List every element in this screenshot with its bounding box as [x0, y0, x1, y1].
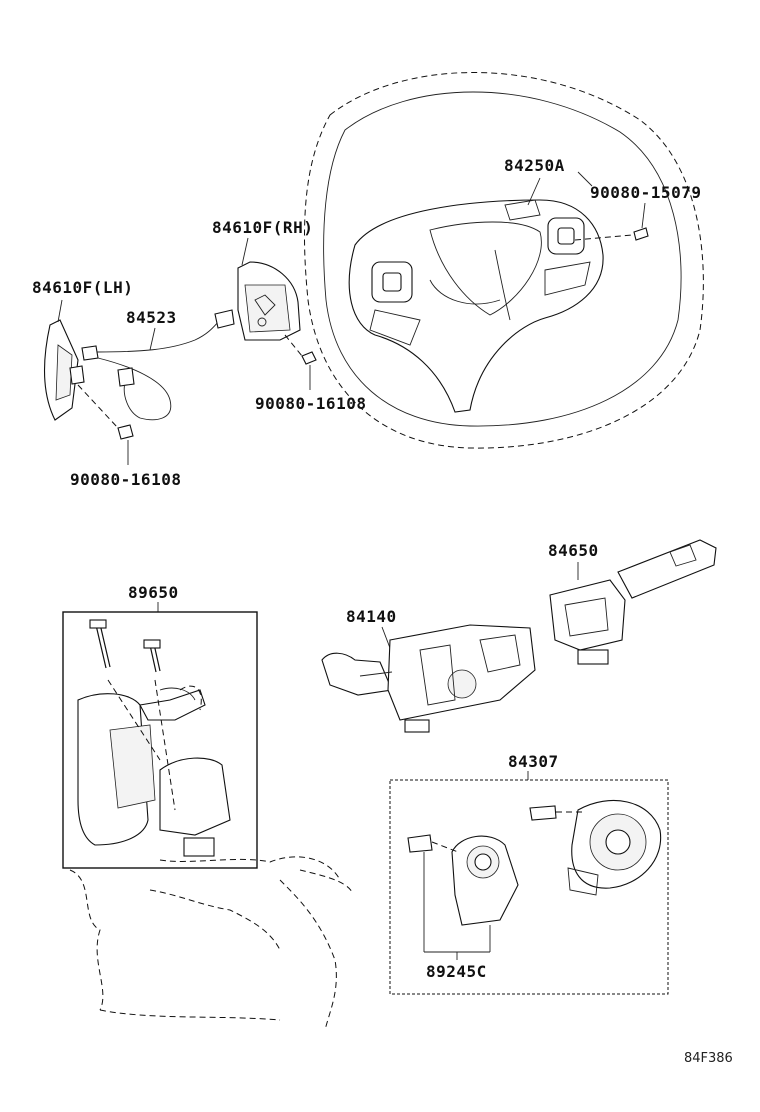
- steering-switch-rh-illustration: [237, 261, 317, 365]
- part-label-84610f-rh: 84610F(RH): [212, 218, 313, 237]
- column-assy-illustration: [77, 619, 231, 857]
- part-label-84250a: 84250A: [504, 156, 565, 175]
- steering-wheel-illustration: [303, 72, 704, 449]
- steering-sensor-illustration: [407, 834, 519, 960]
- vehicle-body-outline: [69, 685, 353, 1031]
- part-label-84610f-lh: 84610F(LH): [32, 278, 133, 297]
- wire-harness-illustration: [81, 309, 235, 421]
- wiper-switch-illustration: [549, 539, 717, 665]
- part-label-89650: 89650: [128, 583, 179, 602]
- part-label-84307: 84307: [508, 752, 559, 771]
- steering-switch-lh-illustration: [44, 319, 134, 440]
- spiral-cable-box: [389, 779, 669, 995]
- spiral-cable-illustration: [529, 799, 662, 896]
- figure-code: 84F386: [684, 1051, 733, 1066]
- part-label-90080-16108-lh: 90080-16108: [70, 470, 181, 489]
- part-label-90080-16108-rh: 90080-16108: [255, 394, 366, 413]
- part-label-90080-15079: 90080-15079: [590, 183, 701, 202]
- column-assy-box: [62, 611, 258, 869]
- turn-switch-illustration: [321, 624, 536, 733]
- part-label-84650: 84650: [548, 541, 599, 560]
- part-label-84523: 84523: [126, 308, 177, 327]
- part-label-84140: 84140: [346, 607, 397, 626]
- part-label-89245c: 89245C: [426, 962, 487, 981]
